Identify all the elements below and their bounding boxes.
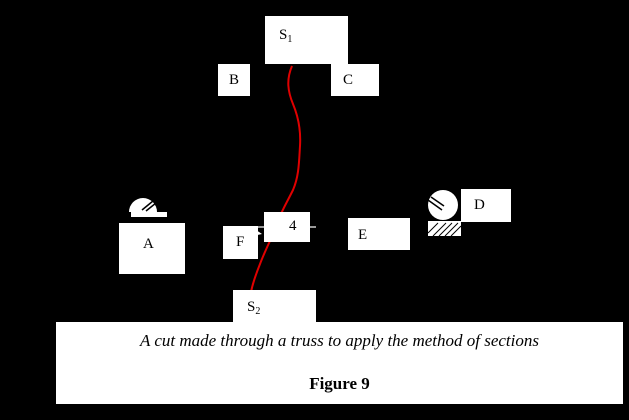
- figure-number: Figure 9: [309, 374, 370, 393]
- label-s1-sub: 1: [287, 34, 293, 45]
- label-e-text: E: [358, 227, 368, 243]
- label-member-4-text: 4: [289, 218, 297, 234]
- label-member-4: 4: [264, 212, 310, 242]
- label-c: C: [331, 64, 379, 96]
- label-c-text: C: [343, 72, 354, 88]
- label-a-text: A: [143, 236, 154, 252]
- label-s1: S1: [265, 16, 348, 64]
- label-d-text: D: [474, 197, 485, 213]
- label-s2-main: S: [247, 299, 256, 315]
- label-s2-sub: 2: [255, 306, 261, 317]
- pin-support-a: [129, 198, 167, 217]
- label-f: F: [223, 226, 258, 259]
- figure-caption: A cut made through a truss to apply the …: [56, 322, 623, 404]
- section-cut-line: [250, 65, 302, 293]
- label-b-text: B: [229, 72, 240, 88]
- label-s2: S2: [233, 290, 316, 323]
- label-b: B: [218, 64, 250, 96]
- label-a: A: [119, 223, 185, 274]
- label-s1-main: S: [279, 27, 288, 43]
- support-d: [427, 190, 462, 237]
- label-d: D: [461, 189, 511, 222]
- label-e: E: [348, 218, 410, 250]
- label-f-text: F: [236, 234, 245, 250]
- caption-text: A cut made through a truss to apply the …: [140, 331, 539, 350]
